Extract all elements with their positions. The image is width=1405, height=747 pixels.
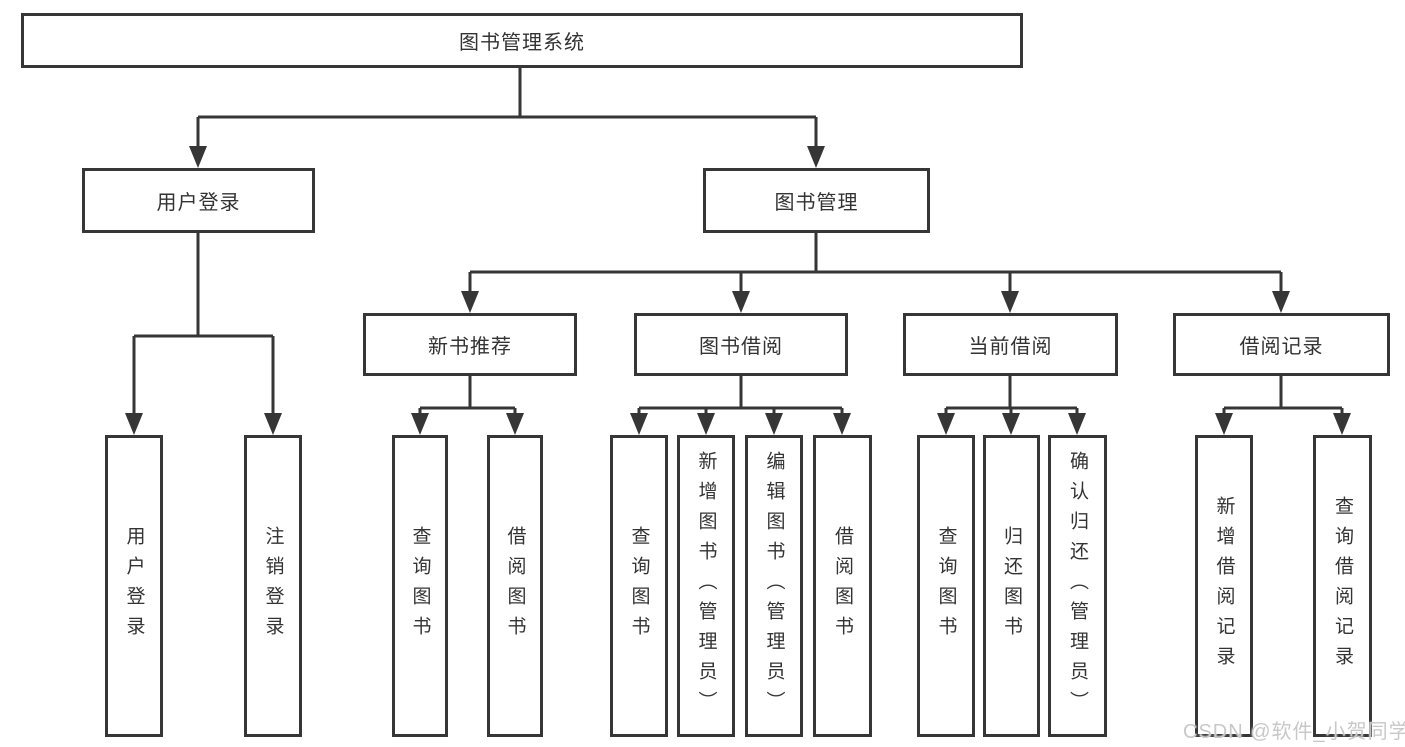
csdn-watermark: CSDN @软件_小贺同学 <box>1183 721 1405 743</box>
node-query-books: 查询图书 <box>917 435 975 737</box>
node-query-books: 查询图书 <box>392 435 448 737</box>
node-borrowing-records: 借阅记录 <box>1173 313 1390 376</box>
arrowheads <box>125 146 1351 435</box>
node-logout: 注销登录 <box>244 435 302 737</box>
node-confirm-return-admin: 确认归还（管理员） <box>1048 435 1107 737</box>
node-add-books-admin: 新增图书（管理员） <box>677 435 735 737</box>
node-query-borrow-record: 查询借阅记录 <box>1313 435 1372 737</box>
node-query-books: 查询图书 <box>610 435 668 737</box>
node-book-management-system: 图书管理系统 <box>21 13 1023 68</box>
node-label: 用户登录 <box>123 526 145 646</box>
node-borrow-books: 借阅图书 <box>487 435 543 737</box>
node-label: 查询图书 <box>409 526 431 646</box>
node-return-books: 归还图书 <box>983 435 1040 737</box>
node-label: 查询图书 <box>935 526 957 646</box>
node-label: 新增借阅记录 <box>1213 496 1235 676</box>
node-edit-books-admin: 编辑图书（管理员） <box>745 435 803 737</box>
node-book-management: 图书管理 <box>703 168 930 233</box>
node-label: 归还图书 <box>1001 526 1022 646</box>
node-label: 借阅图书 <box>504 526 526 646</box>
node-label: 查询图书 <box>628 526 650 646</box>
node-borrow-books: 借阅图书 <box>813 435 872 737</box>
node-label: 借阅图书 <box>832 526 853 646</box>
node-label: 编辑图书（管理员） <box>763 451 785 721</box>
node-current-borrowing: 当前借阅 <box>903 313 1118 376</box>
node-label: 新增图书（管理员） <box>695 451 717 721</box>
node-book-borrowing: 图书借阅 <box>634 313 848 376</box>
node-user-login: 用户登录 <box>82 168 315 233</box>
node-new-book-recommendation: 新书推荐 <box>363 313 577 376</box>
node-add-borrow-record: 新增借阅记录 <box>1195 435 1253 737</box>
node-label: 确认归还（管理员） <box>1067 451 1088 721</box>
node-label: 注销登录 <box>262 526 284 646</box>
node-user-login-leaf: 用户登录 <box>105 435 163 737</box>
node-label: 查询借阅记录 <box>1332 496 1353 676</box>
